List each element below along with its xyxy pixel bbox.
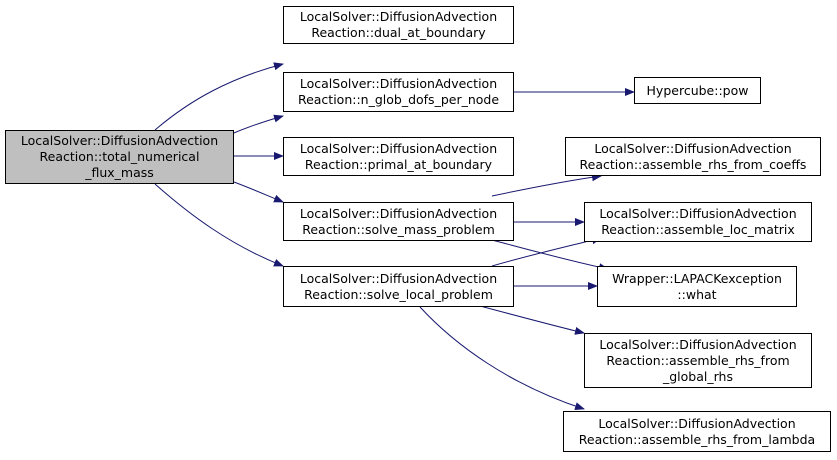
node-label-line: Reaction::dual_at_boundary [311,25,486,40]
node-label-line: Reaction::solve_mass_problem [302,221,495,237]
node-primal-at-boundary[interactable]: LocalSolver::DiffusionAdvection Reaction… [283,137,514,176]
node-assemble-rhs-from-global-rhs[interactable]: LocalSolver::DiffusionAdvection Reaction… [584,333,812,388]
node-label-line: LocalSolver::DiffusionAdvection [299,9,498,24]
edge-root-to-dual-at-boundary [154,62,284,131]
node-label-line: _flux_mass [85,165,154,180]
edge-solve-local-to-assemble-loc-matrix [491,236,602,267]
node-assemble-loc-matrix[interactable]: LocalSolver::DiffusionAdvection Reaction… [584,202,812,242]
node-label-line: _global_rhs [663,368,733,384]
edge-root-to-solve-mass-problem [233,181,284,203]
node-label-line: ::what [677,286,717,302]
node-label-line: LocalSolver::DiffusionAdvection [299,76,498,91]
node-label-line: Reaction::assemble_rhs_from_coeffs [579,156,807,172]
node-label-line: LocalSolver::DiffusionAdvection [299,270,498,286]
node-assemble-rhs-from-coeffs[interactable]: LocalSolver::DiffusionAdvection Reaction… [565,137,821,176]
node-label-line: Reaction::primal_at_boundary [304,156,493,172]
node-label-line: Reaction::assemble_rhs_from [606,352,790,368]
edge-solve-mass-to-lapack-what [491,239,609,272]
node-label-line: LocalSolver::DiffusionAdvection [20,133,219,148]
node-label-line: Reaction::assemble_loc_matrix [601,222,795,237]
node-lapack-exception-what[interactable]: Wrapper::LAPACKexception ::what [597,266,797,307]
node-label-line: Reaction::total_numerical [39,149,200,164]
node-label-line: LocalSolver::DiffusionAdvection [598,415,796,431]
node-hypercube-pow[interactable]: Hypercube::pow [634,77,761,104]
node-assemble-rhs-from-lambda[interactable]: LocalSolver::DiffusionAdvection Reaction… [563,411,831,452]
edge-solve-local-to-assemble-rhs-from-lambda [419,306,585,411]
node-label-line: Reaction::solve_local_problem [304,286,493,302]
node-dual-at-boundary[interactable]: LocalSolver::DiffusionAdvection Reaction… [283,6,514,44]
node-solve-local-problem[interactable]: LocalSolver::DiffusionAdvection Reaction… [283,266,514,307]
node-solve-mass-problem[interactable]: LocalSolver::DiffusionAdvection Reaction… [283,202,514,241]
edge-root-to-solve-local-problem [154,183,284,267]
node-label-line: Wrapper::LAPACKexception [612,270,782,286]
edge-root-to-n-glob-dofs-per-node [233,114,284,134]
edge-solve-local-to-assemble-rhs-from-global-rhs [479,305,585,335]
node-label-line: LocalSolver::DiffusionAdvection [299,205,498,221]
node-label-line: Reaction::assemble_rhs_from_lambda [578,431,816,447]
node-label-line: Reaction::n_glob_dofs_per_node [297,92,500,107]
edge-solve-mass-to-assemble-rhs-from-coeffs [491,173,602,197]
node-n-glob-dofs-per-node[interactable]: LocalSolver::DiffusionAdvection Reaction… [283,72,514,112]
node-label-line: LocalSolver::DiffusionAdvection [599,206,797,221]
node-label-line: LocalSolver::DiffusionAdvection [594,140,792,156]
node-label-line: LocalSolver::DiffusionAdvection [599,336,797,352]
node-label-line: LocalSolver::DiffusionAdvection [299,140,498,156]
node-label-line: Hypercube::pow [646,82,749,98]
node-total-numerical-flux-mass[interactable]: LocalSolver::DiffusionAdvection Reaction… [5,130,234,184]
